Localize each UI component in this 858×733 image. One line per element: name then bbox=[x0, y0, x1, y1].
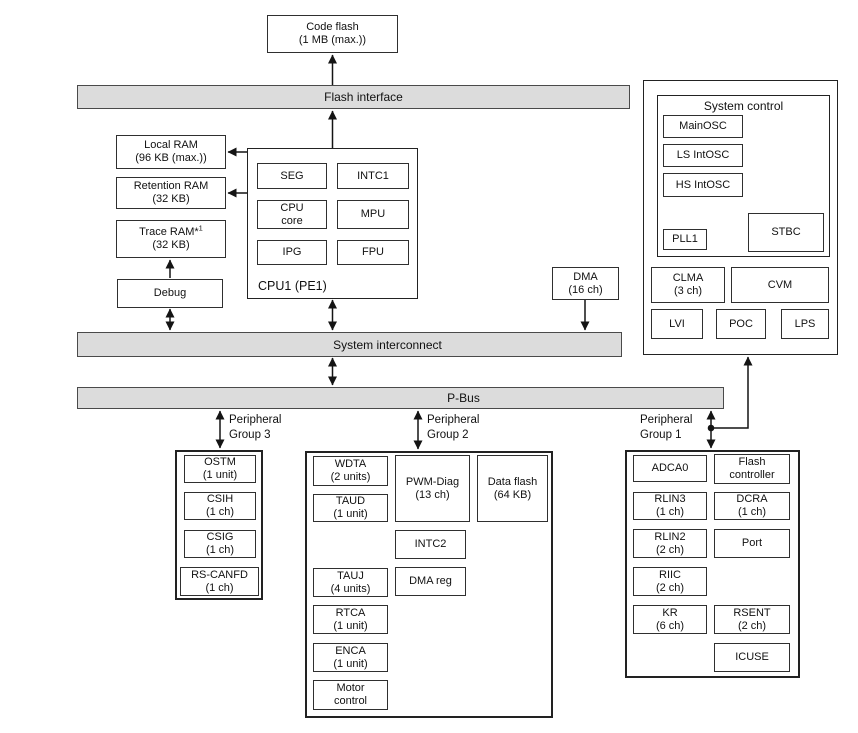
bus-system-interconnect: System interconnect bbox=[77, 332, 622, 357]
system-control-title: System control bbox=[703, 99, 784, 113]
label-peripheral-group3: Peripheral Group 3 bbox=[229, 414, 282, 441]
node-code-flash: Code flash (1 MB (max.)) bbox=[267, 15, 398, 53]
node-rsent: RSENT (2 ch) bbox=[714, 605, 790, 634]
bus-p-bus: P-Bus bbox=[77, 387, 724, 409]
label-peripheral-group2: Peripheral Group 2 bbox=[427, 414, 480, 441]
node-rtca: RTCA (1 unit) bbox=[313, 605, 388, 634]
node-lvi: LVI bbox=[651, 309, 703, 339]
node-pll1: PLL1 bbox=[663, 229, 707, 250]
node-ostm: OSTM (1 unit) bbox=[184, 455, 256, 483]
node-icuse: ICUSE bbox=[714, 643, 790, 672]
node-riic: RIIC (2 ch) bbox=[633, 567, 707, 596]
node-poc: POC bbox=[716, 309, 766, 339]
node-adca0: ADCA0 bbox=[633, 455, 707, 482]
node-debug: Debug bbox=[117, 279, 223, 308]
node-port: Port bbox=[714, 529, 790, 558]
node-local-ram: Local RAM (96 KB (max.)) bbox=[116, 135, 226, 169]
cpu1-label: CPU1 (PE1) bbox=[258, 279, 327, 293]
node-kr: KR (6 ch) bbox=[633, 605, 707, 634]
node-csih: CSIH (1 ch) bbox=[184, 492, 256, 520]
node-pwm-diag: PWM-Diag (13 ch) bbox=[395, 455, 470, 522]
node-trace-ram: Trace RAM*1 (32 KB) bbox=[116, 220, 226, 258]
node-ipg: IPG bbox=[257, 240, 327, 265]
node-intc1: INTC1 bbox=[337, 163, 409, 189]
node-dma: DMA (16 ch) bbox=[552, 267, 619, 300]
junction-dot bbox=[707, 424, 715, 432]
group1-container bbox=[625, 450, 800, 678]
node-mpu: MPU bbox=[337, 200, 409, 229]
node-rs-canfd: RS-CANFD (1 ch) bbox=[180, 567, 259, 596]
node-ls-intosc: LS IntOSC bbox=[663, 144, 743, 167]
node-dcra: DCRA (1 ch) bbox=[714, 492, 790, 520]
node-seg: SEG bbox=[257, 163, 327, 189]
node-tauj: TAUJ (4 units) bbox=[313, 568, 388, 597]
node-hs-intosc: HS IntOSC bbox=[663, 173, 743, 197]
node-retention-ram: Retention RAM (32 KB) bbox=[116, 177, 226, 209]
node-rlin2: RLIN2 (2 ch) bbox=[633, 529, 707, 558]
node-data-flash: Data flash (64 KB) bbox=[477, 455, 548, 522]
node-fpu: FPU bbox=[337, 240, 409, 265]
node-mainosc: MainOSC bbox=[663, 115, 743, 138]
label-peripheral-group1: Peripheral Group 1 bbox=[640, 414, 693, 441]
node-intc2: INTC2 bbox=[395, 530, 466, 559]
node-dma-reg: DMA reg bbox=[395, 567, 466, 596]
node-cpu-core: CPU core bbox=[257, 200, 327, 229]
node-enca: ENCA (1 unit) bbox=[313, 643, 388, 672]
node-stbc: STBC bbox=[748, 213, 824, 252]
node-taud: TAUD (1 unit) bbox=[313, 494, 388, 522]
node-wdta: WDTA (2 units) bbox=[313, 456, 388, 486]
node-motor-control: Motor control bbox=[313, 680, 388, 710]
node-csig: CSIG (1 ch) bbox=[184, 530, 256, 558]
bus-flash-interface: Flash interface bbox=[77, 85, 630, 109]
node-cvm: CVM bbox=[731, 267, 829, 303]
node-clma: CLMA (3 ch) bbox=[651, 267, 725, 303]
node-lps: LPS bbox=[781, 309, 829, 339]
node-flash-controller: Flash controller bbox=[714, 454, 790, 484]
node-rlin3: RLIN3 (1 ch) bbox=[633, 492, 707, 520]
